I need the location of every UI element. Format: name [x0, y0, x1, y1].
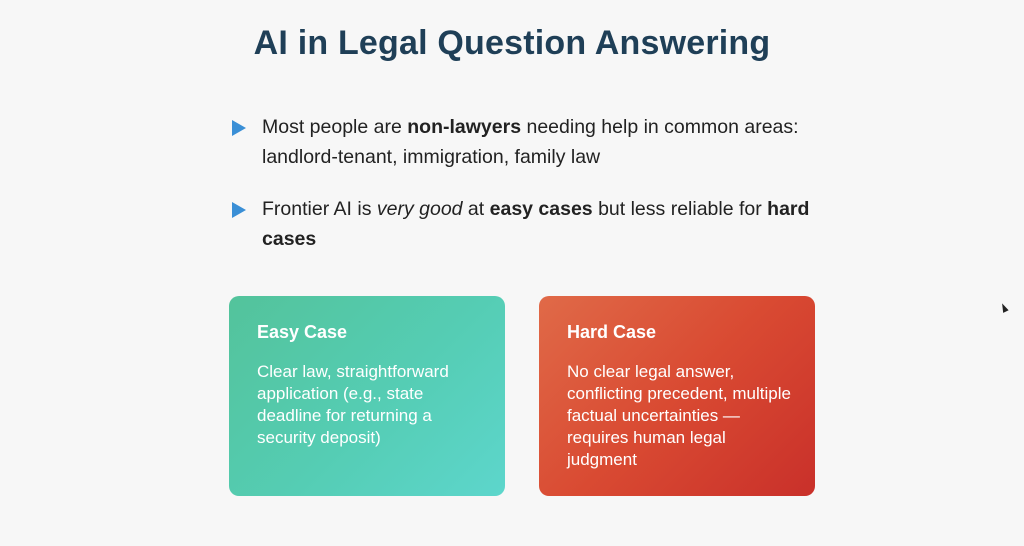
bullet-text-part: needing help in common areas: landlord-t…	[262, 116, 799, 168]
hard-case-title: Hard Case	[567, 322, 657, 342]
bullet-text-bold: easy cases	[489, 198, 593, 220]
bullet-item: Most people are non-lawyers needing help…	[230, 112, 850, 172]
triangle-right-icon	[232, 202, 246, 218]
bullet-text-part: Frontier AI is	[262, 198, 377, 220]
bullet-text: Most people are non-lawyers needing help…	[262, 116, 799, 168]
bullet-text-bold: hard cases	[262, 198, 810, 250]
easy-case-title: Easy Case	[257, 322, 348, 342]
mouse-pointer-icon	[999, 302, 1009, 313]
slide-title: AI in Legal Question Answering	[253, 24, 771, 62]
bullet-text-bold: non-lawyers	[407, 116, 522, 138]
bullet-text-part: at	[462, 198, 490, 220]
bullet-text-italic: very good	[376, 198, 463, 220]
bullet-list: Most people are non-lawyers needing help…	[230, 112, 850, 254]
easy-case-card: Easy Case Clear law, straightforward app…	[229, 296, 505, 496]
bullet-text: Frontier AI is very good at easy cases b…	[262, 198, 809, 250]
hard-case-card: Hard Case No clear legal answer, conflic…	[539, 296, 815, 496]
hard-case-body: No clear legal answer, conflicting prece…	[567, 362, 791, 469]
bullet-text-part: Most people are	[262, 116, 408, 138]
bullet-item: Frontier AI is very good at easy cases b…	[230, 194, 850, 254]
triangle-right-icon	[232, 120, 246, 136]
easy-case-body: Clear law, straightforward application (…	[257, 362, 449, 447]
bullet-text-part: but less reliable for	[592, 198, 768, 220]
